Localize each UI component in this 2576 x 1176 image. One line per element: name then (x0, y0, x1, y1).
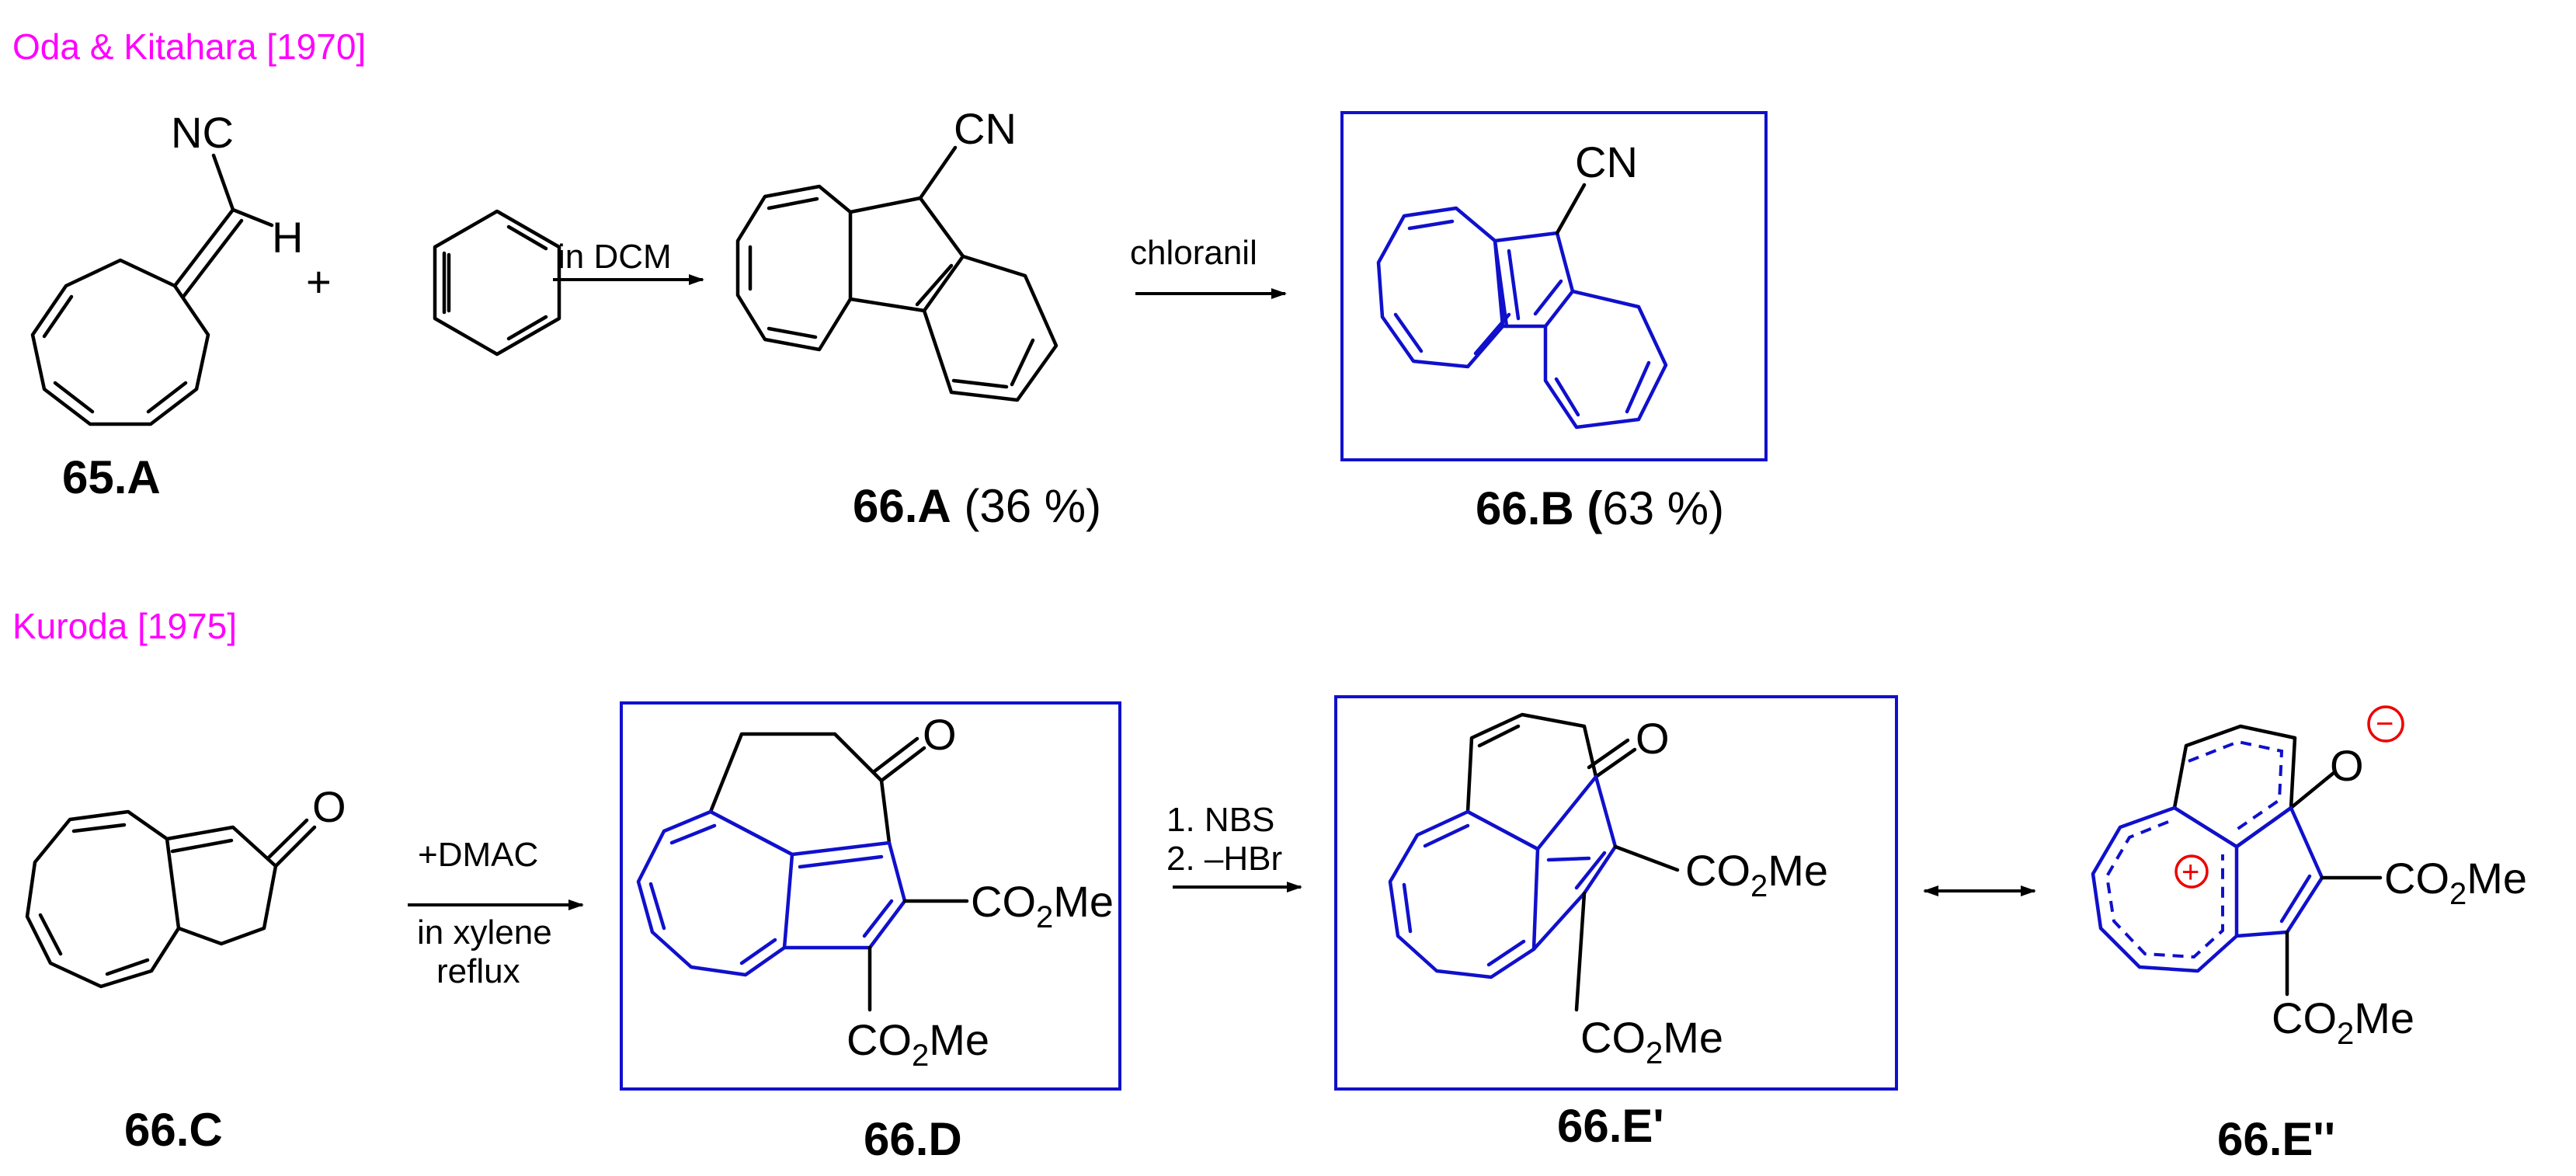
co2me-66E2-bottom-me: Me (2354, 993, 2414, 1042)
atom-cn-66B: CN (1575, 137, 1638, 186)
compound-label-66D: 66.D (864, 1113, 962, 1165)
reagent-step4-line1: 1. NBS (1166, 801, 1274, 839)
plus-charge-sign: + (2181, 855, 2199, 889)
reagent-step3-top: +DMAC (418, 836, 538, 874)
co2me-66E2-bottom-sub: 2 (2337, 1017, 2354, 1051)
co2me-66D-bottom-me: Me (929, 1015, 989, 1064)
structure-66C: O (25, 782, 346, 989)
atom-o-66C: O (312, 782, 346, 831)
co2me-66D-right-co: CO (971, 877, 1036, 926)
structure-66D: O CO2Me CO2Me (636, 710, 1114, 1073)
structure-65A: NC H (30, 108, 303, 426)
structure-benzyne (433, 209, 561, 357)
co2me-66E2-right-co: CO (2384, 854, 2449, 903)
reagent-step2: chloranil (1130, 234, 1257, 272)
highlight-box-66E1 (1334, 695, 1898, 1091)
ester-66E2-bottom: CO2Me (2272, 993, 2414, 1051)
structure-66A: CN (735, 104, 1059, 402)
label-66A-yield: (36 %) (951, 480, 1101, 532)
compound-label-66B: 66.B (63 %) (1476, 482, 1724, 534)
co2me-66E1-right-sub: 2 (1750, 869, 1768, 903)
structure-66E2: O − + CO2Me CO2Me (2091, 705, 2527, 1051)
reagent-step1: in DCM (558, 238, 672, 276)
reagent-step3-bottom2: reflux (436, 952, 520, 990)
highlight-box-66D (620, 701, 1121, 1091)
plus-charge-icon (2174, 854, 2209, 889)
label-66B-yield: 63 %) (1602, 482, 1724, 534)
compound-label-66A: 66.A (36 %) (853, 480, 1101, 532)
co2me-66D-right-me: Me (1053, 877, 1114, 926)
structure-66B-substituent: CN (1555, 137, 1638, 235)
co2me-66D-bottom-sub: 2 (912, 1039, 929, 1073)
atom-h: H (272, 213, 303, 262)
highlight-box-66B (1340, 111, 1768, 461)
co2me-66D-right-sub: 2 (1036, 900, 1053, 934)
compound-label-65A: 65.A (62, 451, 161, 503)
label-66A-id: 66.A (853, 480, 951, 532)
co2me-66D-bottom-co: CO (846, 1015, 912, 1064)
reagent-step3-bottom1: in xylene (417, 913, 552, 952)
ester-66E1-right: CO2Me (1685, 846, 1828, 903)
compound-label-66E1: 66.E' (1557, 1100, 1664, 1152)
atom-o-66E2: O (2330, 741, 2364, 790)
minus-charge-sign: − (2376, 707, 2393, 741)
label-66B-id: 66.B ( (1476, 482, 1602, 534)
plus-sign: + (306, 257, 332, 306)
co2me-66E1-bottom-co: CO (1580, 1013, 1646, 1062)
atom-o-66D: O (923, 710, 957, 759)
co2me-66E1-right-me: Me (1768, 846, 1828, 895)
ester-66D-bottom: CO2Me (846, 1015, 989, 1073)
ester-66D-right: CO2Me (971, 877, 1114, 934)
co2me-66E1-bottom-me: Me (1663, 1013, 1723, 1062)
ester-66E1-bottom: CO2Me (1580, 1013, 1723, 1070)
reagent-step4-line2: 2. –HBr (1166, 840, 1282, 878)
co2me-66E2-bottom-co: CO (2272, 993, 2337, 1042)
co2me-66E2-right-me: Me (2466, 854, 2527, 903)
atom-cn-66A: CN (954, 104, 1017, 153)
co2me-66E2-right-sub: 2 (2449, 877, 2466, 911)
reference-oda-kitahara: Oda & Kitahara [1970] (12, 26, 366, 67)
co2me-66E1-right-co: CO (1685, 846, 1750, 895)
compound-label-66E2: 66.E'' (2217, 1113, 2335, 1165)
compound-label-66C: 66.C (124, 1104, 223, 1156)
atom-o-66E1: O (1636, 714, 1670, 763)
structure-66B (1376, 206, 1668, 430)
atom-nc: NC (171, 108, 234, 157)
co2me-66E1-bottom-sub: 2 (1646, 1036, 1663, 1070)
minus-charge-icon (2367, 705, 2404, 743)
reference-kuroda: Kuroda [1975] (12, 606, 237, 646)
structure-66E1: O CO2Me CO2Me (1388, 712, 1828, 1070)
ester-66E2-right: CO2Me (2384, 854, 2527, 911)
